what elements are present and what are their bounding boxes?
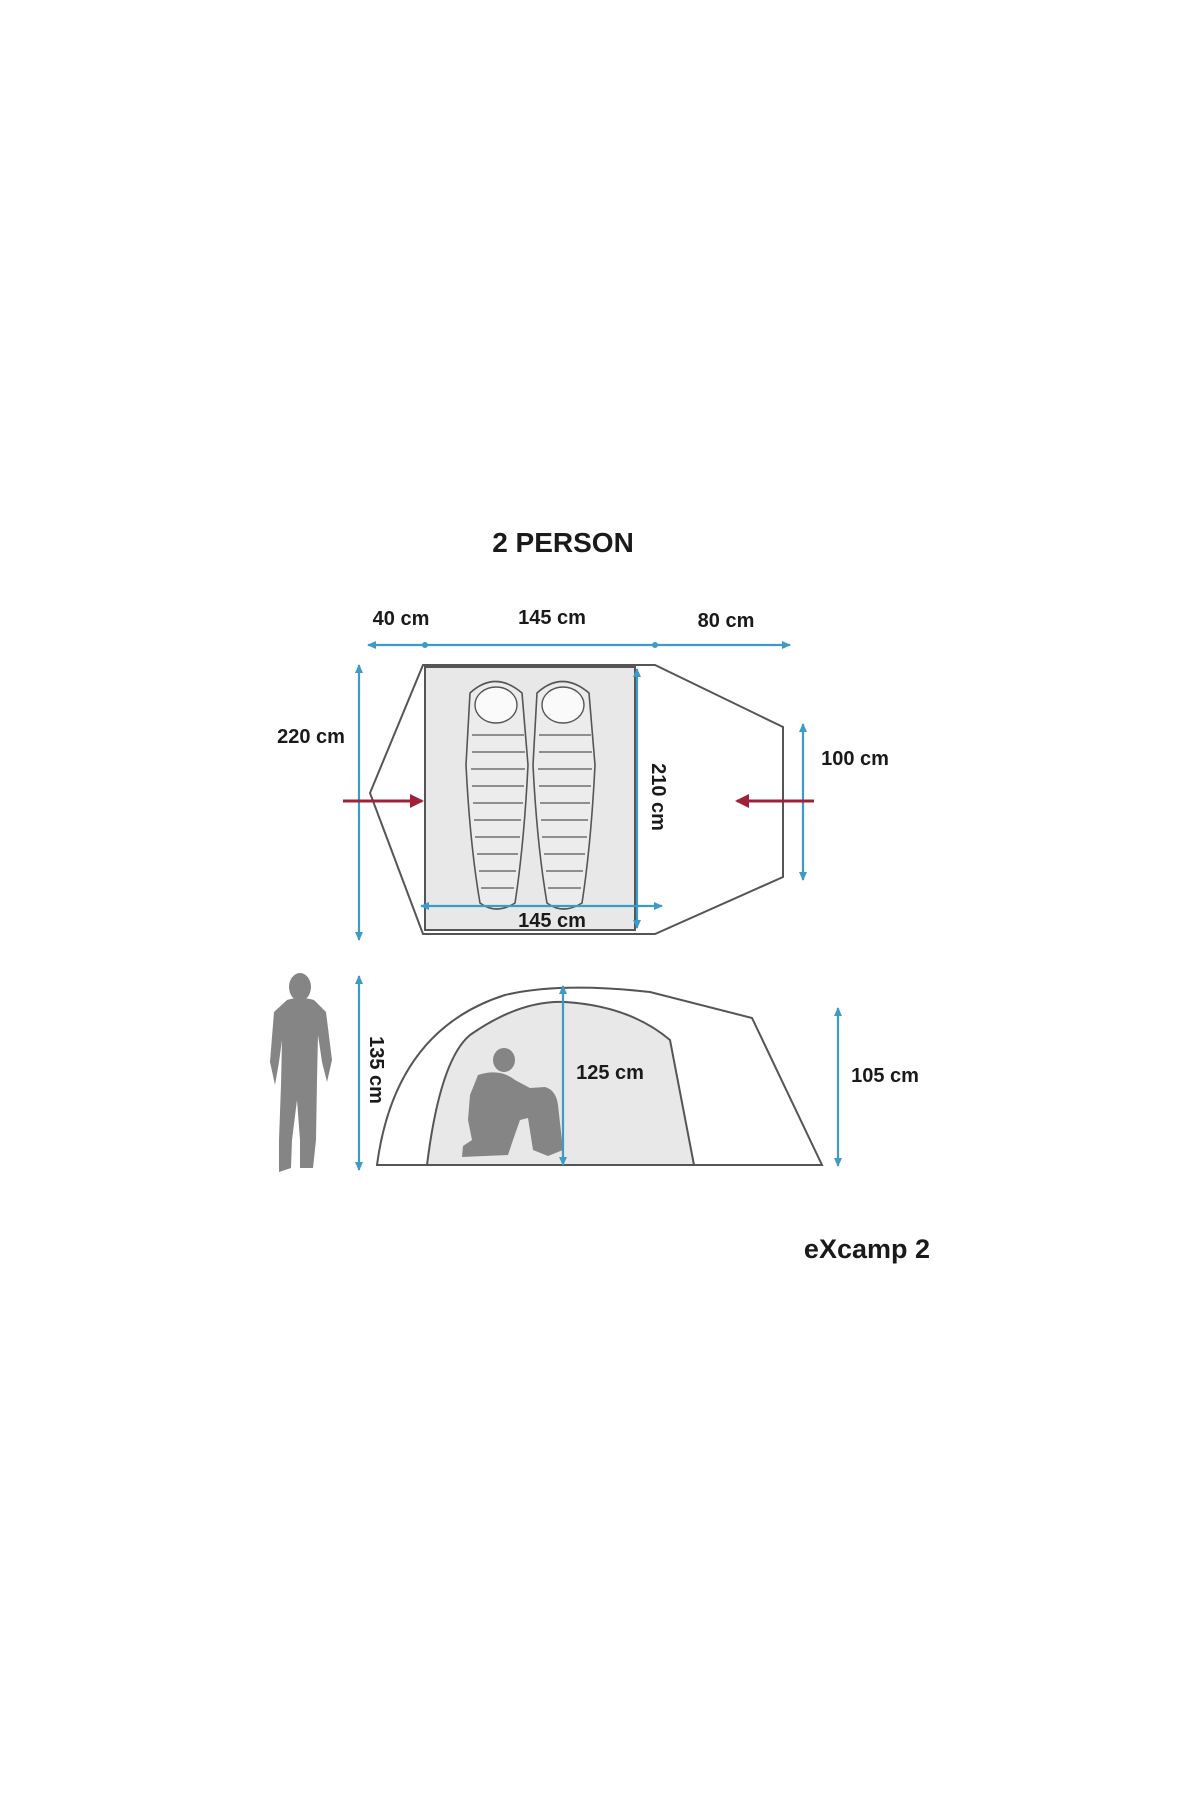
kneeling-person-icon	[462, 1048, 563, 1157]
dim-rear-height: 105 cm	[851, 1065, 919, 1087]
dim-inner-height: 125 cm	[576, 1062, 644, 1084]
dim-vestibule-left: 40 cm	[373, 608, 430, 630]
dim-total-length: 220 cm	[277, 726, 345, 748]
sleeping-bag-right	[532, 680, 596, 910]
sleeping-bag-left	[465, 680, 529, 910]
dim-inner-bottom: 145 cm	[518, 910, 586, 932]
dim-rear-width: 100 cm	[821, 748, 889, 770]
person-silhouette-icon	[270, 973, 332, 1172]
dim-inner-length: 210 cm	[647, 763, 669, 831]
model-name: eXcamp 2	[804, 1234, 930, 1264]
dim-outer-height: 135 cm	[365, 1036, 387, 1104]
side-view: 135 cm 125 cm 105 cm	[270, 973, 919, 1172]
dim-vestibule-right: 80 cm	[698, 610, 755, 632]
inner-tent-floor	[424, 666, 636, 931]
diagram-title: 2 PERSON	[492, 527, 634, 558]
dim-inner-top: 145 cm	[518, 607, 586, 629]
top-view: 40 cm 145 cm 80 cm 220 cm 210 cm 145 cm …	[277, 607, 889, 941]
